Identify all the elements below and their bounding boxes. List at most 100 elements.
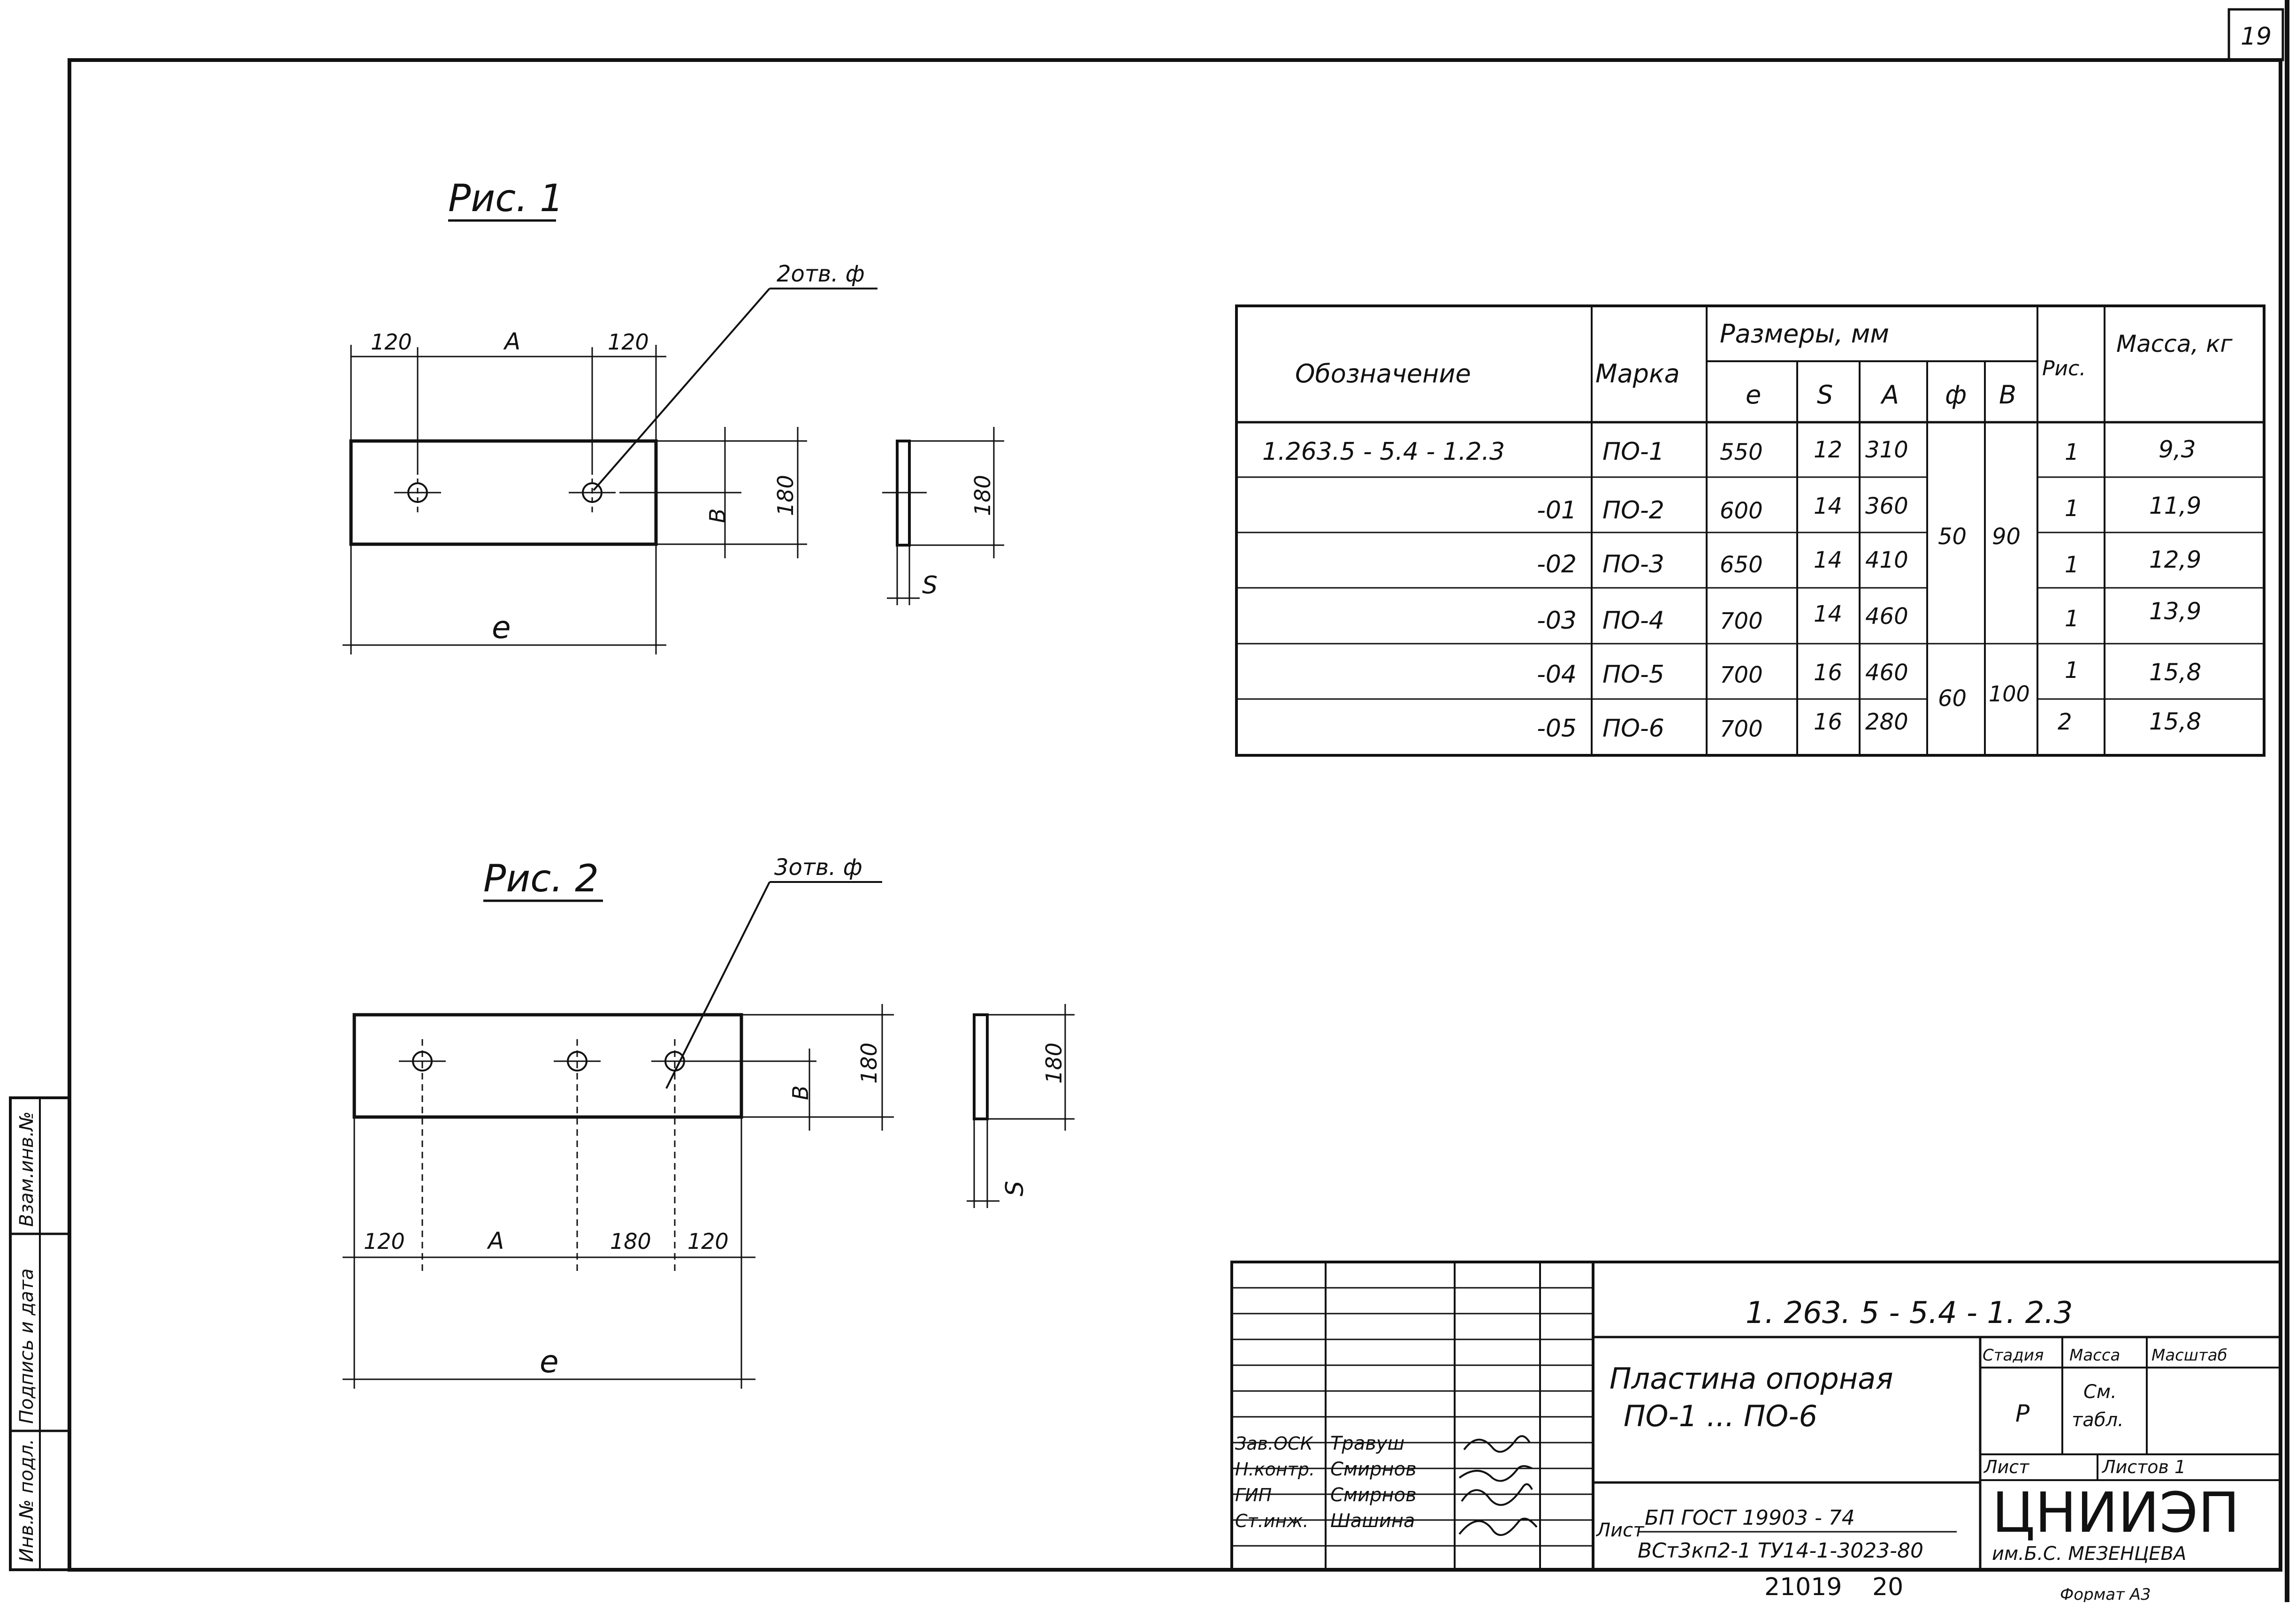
th-b: B xyxy=(1999,380,2016,410)
cell-fig: 1 xyxy=(2065,439,2079,465)
table-row: -01 ПО-2 600 14 360 1 11,9 xyxy=(1537,492,2201,525)
cell-mass: 15,8 xyxy=(2149,708,2201,735)
cell-mass: 11,9 xyxy=(2149,492,2201,519)
cell-phi-merged-2: 60 xyxy=(1938,685,1967,712)
cell-designation: -04 xyxy=(1537,661,1577,689)
fig1-thickness: S xyxy=(922,571,938,600)
cell-designation: 1.263.5 - 5.4 - 1.2.3 xyxy=(1262,438,1505,466)
th-sizes: Размеры, мм xyxy=(1720,319,1889,349)
staff-role-3: ГИП xyxy=(1235,1485,1272,1505)
side-stamp-inv-replace: Взам.инв.№ xyxy=(16,1111,38,1227)
side-stamp-sign-date: Подпись и дата xyxy=(16,1269,38,1424)
cell-designation: -01 xyxy=(1537,496,1577,525)
cell-fig: 1 xyxy=(2065,552,2079,578)
cell-designation: -02 xyxy=(1537,550,1577,578)
stamp-title-line2: ПО-1 ... ПО-6 xyxy=(1624,1399,1817,1433)
staff-role-1: Зав.ОСК xyxy=(1235,1433,1314,1454)
th-e: e xyxy=(1746,380,1761,410)
cell-mass: 15,8 xyxy=(2149,659,2201,686)
signature-4 xyxy=(1458,1518,1538,1536)
cell-mark: ПО-6 xyxy=(1602,715,1664,743)
stamp-scale-label: Масштаб xyxy=(2151,1346,2227,1365)
cell-mark: ПО-5 xyxy=(1602,661,1664,689)
cell-b-merged-1: 90 xyxy=(1992,524,2021,550)
staff-role-2: Н.контр. xyxy=(1235,1459,1315,1480)
cell-mass: 13,9 xyxy=(2149,598,2201,625)
cell-designation: -03 xyxy=(1537,607,1577,635)
th-designation: Обозначение xyxy=(1295,359,1471,388)
sheet-frame xyxy=(68,58,2282,1572)
stamp-mass-value-1: См. xyxy=(2083,1381,2117,1403)
cell-a: 360 xyxy=(1865,493,1908,519)
cell-designation: -05 xyxy=(1537,715,1577,743)
cell-e: 700 xyxy=(1720,662,1763,688)
fig2-dim-mid: 180 xyxy=(610,1229,651,1254)
cell-a: 310 xyxy=(1865,437,1908,463)
fig2-title: Рис. 2 xyxy=(483,857,599,900)
fig1-dim-left: 120 xyxy=(371,329,412,355)
stamp-mass-value-2: табл. xyxy=(2072,1409,2124,1431)
stamp-material-line1: БП ГОСТ 19903 - 74 xyxy=(1645,1506,1855,1530)
cell-mark: ПО-3 xyxy=(1602,550,1664,578)
table-row: -05 ПО-6 700 16 280 2 15,8 xyxy=(1537,708,2201,743)
fig2-thickness: S xyxy=(1001,1181,1029,1196)
signature-3 xyxy=(1461,1483,1533,1506)
cell-b-merged-2: 100 xyxy=(1989,681,2030,707)
fig2-dim-b: B xyxy=(788,1085,813,1100)
cell-s: 14 xyxy=(1814,547,1842,573)
cell-s: 14 xyxy=(1814,493,1842,519)
cell-a: 460 xyxy=(1865,603,1908,630)
stamp-stage-value: Р xyxy=(2015,1400,2030,1427)
staff-role-4: Ст.инж. xyxy=(1235,1511,1309,1531)
fig1-dim-length: e xyxy=(492,609,511,646)
stamp-sheet-label: Лист xyxy=(1983,1457,2030,1477)
fig1-title: Рис. 1 xyxy=(448,176,564,220)
cell-s: 14 xyxy=(1814,601,1842,627)
fig2-dim-left: 120 xyxy=(364,1229,405,1254)
cell-fig: 1 xyxy=(2065,657,2079,684)
side-stamp: Инв.№ подл. Подпись и дата Взам.инв.№ xyxy=(9,1096,71,1571)
fig2-dim-a: A xyxy=(487,1227,504,1254)
fig2-side-view xyxy=(973,1013,989,1120)
table-row: -02 ПО-3 650 14 410 1 12,9 xyxy=(1537,546,2201,578)
cell-e: 600 xyxy=(1720,498,1763,524)
fig1-dim-right: 120 xyxy=(608,329,649,355)
fig1-side-height: 180 xyxy=(970,475,995,516)
cell-phi-merged-1: 50 xyxy=(1938,524,1967,550)
stamp-mass-label: Масса xyxy=(2069,1346,2120,1365)
staff-name-4: Шашина xyxy=(1330,1510,1415,1532)
bottom-number-right: 20 xyxy=(1872,1573,1903,1601)
th-mark: Марка xyxy=(1595,359,1680,388)
cell-fig: 2 xyxy=(2058,709,2072,735)
fig2-dim-height: 180 xyxy=(856,1042,882,1084)
th-mass: Масса, кг xyxy=(2116,330,2233,357)
fig2-holes-note: 3отв. ф xyxy=(774,854,862,881)
cell-fig: 1 xyxy=(2065,495,2079,522)
stamp-material-line2: ВСт3кп2-1 ТУ14-1-3023-80 xyxy=(1638,1539,1923,1563)
cell-mark: ПО-1 xyxy=(1602,438,1664,466)
signature-1 xyxy=(1463,1435,1531,1453)
staff-name-1: Травуш xyxy=(1330,1433,1404,1454)
cell-mark: ПО-2 xyxy=(1602,496,1664,525)
stamp-org-sub: им.Б.С. МЕЗЕНЦЕВА xyxy=(1992,1543,2186,1565)
table-row: 1.263.5 - 5.4 - 1.2.3 ПО-1 550 12 310 1 … xyxy=(1262,436,2196,466)
fig2-side-height: 180 xyxy=(1041,1042,1067,1084)
side-stamp-inv-orig: Инв.№ подл. xyxy=(16,1439,38,1562)
fig2-plate xyxy=(352,1013,743,1119)
fig1-dim-b: B xyxy=(705,508,730,523)
table-row: -04 ПО-5 700 16 460 1 15,8 xyxy=(1537,657,2201,689)
th-s: S xyxy=(1817,380,1833,410)
fig2-dim-length: e xyxy=(540,1344,559,1380)
stamp-stage-label: Стадия xyxy=(1983,1346,2044,1365)
title-block: Зав.ОСК Травуш Н.контр. Смирнов ГИП Смир… xyxy=(1230,1261,2282,1571)
bottom-format-stamp: Формат А3 xyxy=(2060,1585,2151,1602)
th-a: A xyxy=(1880,380,1899,410)
cell-e: 550 xyxy=(1720,439,1763,465)
cell-mass: 12,9 xyxy=(2149,546,2201,573)
fig1-holes-note: 2отв. ф xyxy=(777,261,865,287)
cell-e: 700 xyxy=(1720,608,1763,634)
fig2-dim-right: 120 xyxy=(687,1229,729,1254)
th-phi: ф xyxy=(1945,380,1967,410)
cell-mark: ПО-4 xyxy=(1602,607,1664,635)
